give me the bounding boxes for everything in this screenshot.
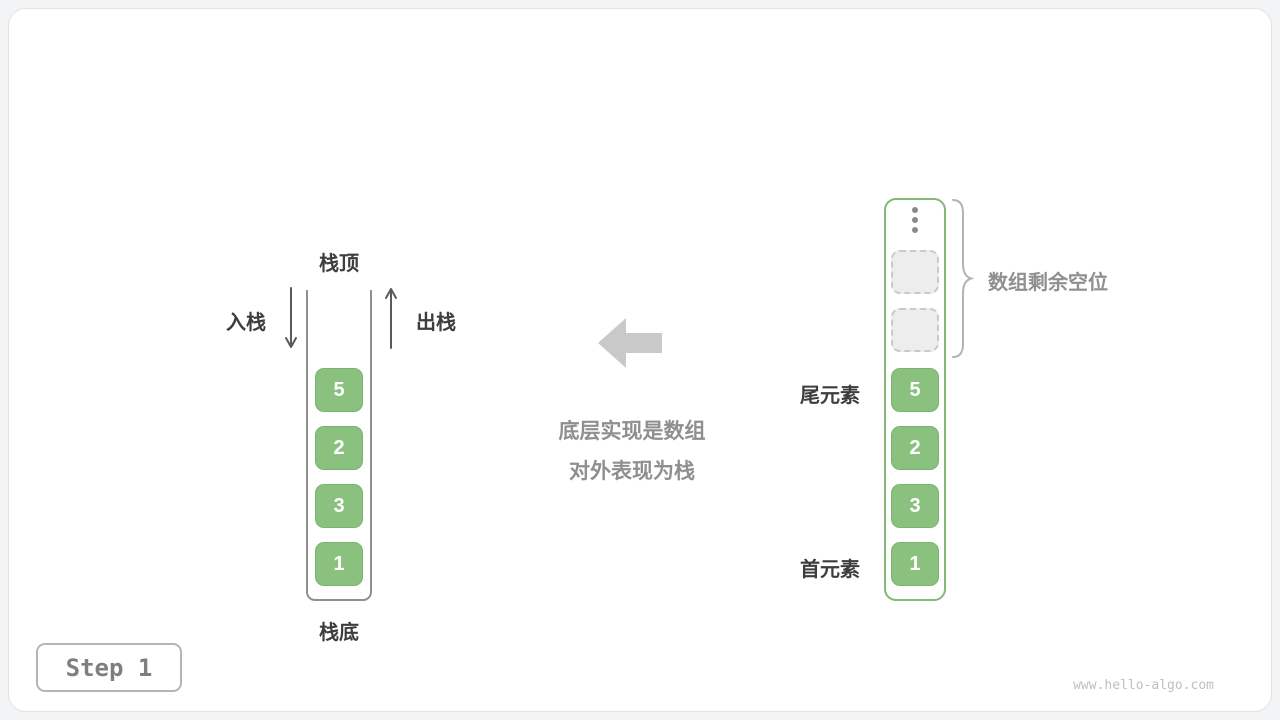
array-cell: 1 (891, 542, 939, 586)
stack-cell: 5 (315, 368, 363, 412)
head-element-label: 首元素 (800, 559, 860, 581)
diagram-card (8, 8, 1272, 712)
stack-top-label: 栈顶 (319, 253, 359, 275)
tail-element-label: 尾元素 (800, 385, 860, 407)
ellipsis-icon (912, 207, 918, 233)
array-cell: 3 (891, 484, 939, 528)
watermark: www.hello-algo.com (1073, 678, 1214, 693)
free-slots-label: 数组剩余空位 (988, 272, 1108, 294)
stack-bottom-label: 栈底 (319, 622, 359, 644)
brace-icon (952, 199, 974, 358)
pop-label: 出栈 (416, 312, 456, 334)
empty-array-cell (891, 308, 939, 352)
stack-cell: 2 (315, 426, 363, 470)
left-block-arrow-icon (598, 318, 662, 368)
pop-arrow-icon (385, 288, 397, 349)
push-arrow-icon (285, 287, 297, 348)
array-cell: 5 (891, 368, 939, 412)
empty-array-cell (891, 250, 939, 294)
array-cell: 2 (891, 426, 939, 470)
caption-line-1: 底层实现是数组 (558, 420, 706, 443)
stack-cell: 3 (315, 484, 363, 528)
step-badge: Step 1 (36, 643, 182, 692)
stack-cell: 1 (315, 542, 363, 586)
caption: 底层实现是数组 对外表现为栈 (482, 412, 782, 492)
push-label: 入栈 (226, 312, 266, 334)
caption-line-2: 对外表现为栈 (569, 460, 695, 483)
